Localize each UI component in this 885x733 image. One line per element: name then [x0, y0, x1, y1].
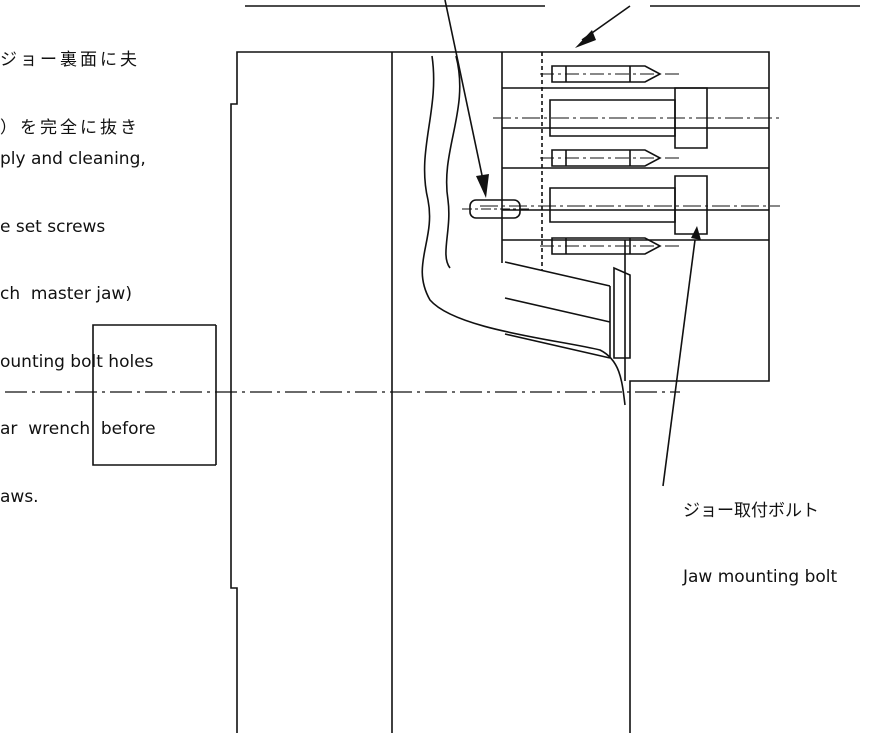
- jaw-mounting-bolt-lower: [480, 175, 780, 235]
- leader-line-plug: [444, 0, 489, 198]
- cutaway-break-line-2: [445, 55, 461, 269]
- note-en-line-2: e set screws: [0, 216, 106, 237]
- leader-line-jaw: [245, 5, 860, 48]
- note-en-line-5: ar wrench before: [0, 419, 156, 439]
- callout-label-en: Jaw mounting bolt: [683, 567, 838, 587]
- wedge-surfaces: [504, 261, 631, 359]
- note-en-line-3: ch master jaw): [0, 284, 132, 304]
- leader-line-bolt: [662, 226, 701, 487]
- note-en-line-4: ounting bolt holes: [0, 351, 154, 372]
- note-en-line-1: ply and cleaning,: [0, 149, 146, 169]
- note-english-text: ply and cleaning, e set screws ch master…: [0, 103, 156, 531]
- note-en-line-6: aws.: [0, 486, 39, 507]
- cutaway-break-line: [421, 55, 626, 406]
- jaw-mounting-bolt-callout: ジョー取付ボルト Jaw mounting bolt: [683, 456, 837, 610]
- note-ja-line-2: ）を完全に抜き: [0, 117, 140, 138]
- jaw-mounting-bolt-upper: [493, 87, 780, 149]
- note-japanese-text: ジョー裏面に夫 ）を完全に抜き: [0, 4, 140, 162]
- master-jaw-block: [501, 52, 769, 381]
- plug-pin: [462, 199, 530, 219]
- set-screw-3: [540, 237, 680, 255]
- note-ja-line-1: ジョー裏面に夫: [0, 50, 140, 70]
- set-screw-2: [540, 149, 680, 167]
- set-screw-1: [540, 65, 680, 83]
- callout-label-ja: ジョー取付ボルト: [683, 501, 819, 521]
- chuck-body-outline: [230, 51, 770, 733]
- rear-spigot: [92, 324, 216, 466]
